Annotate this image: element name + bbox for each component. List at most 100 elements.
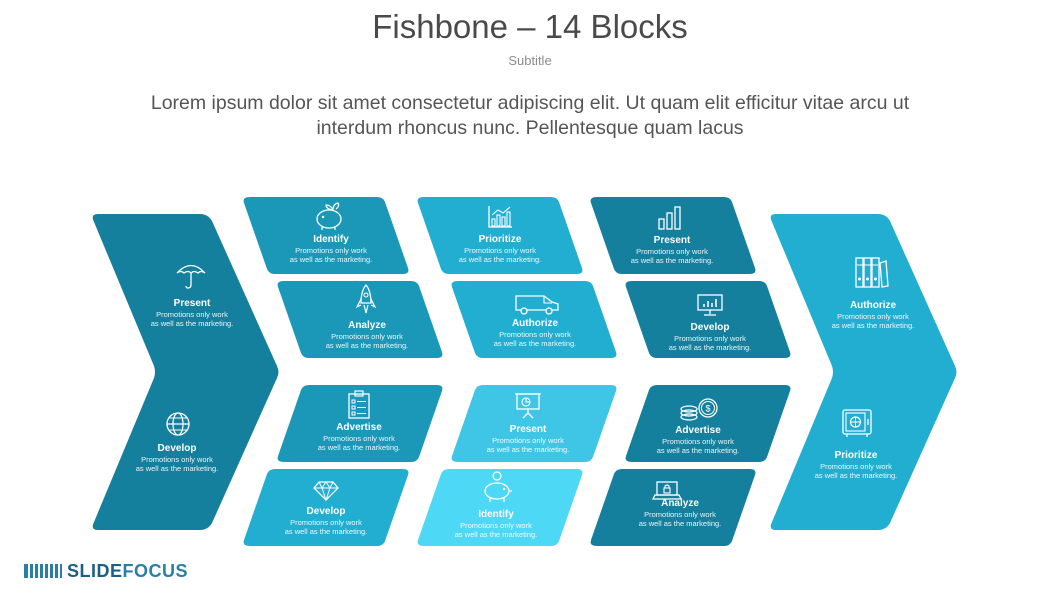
bar-chart-icon xyxy=(488,206,512,228)
block-desc-line1: Promotions only work xyxy=(662,437,734,446)
block-desc-line2: as well as the marketing. xyxy=(668,343,752,352)
block-shape xyxy=(590,197,756,274)
block-shape xyxy=(451,385,617,462)
block-shape xyxy=(243,469,409,546)
block-title: Present xyxy=(653,235,691,246)
block-title: Advertise xyxy=(336,422,382,433)
clipboard-icon xyxy=(348,390,370,419)
block-prioritize: Prioritize Promotions only work as well … xyxy=(435,234,565,264)
left-item-desc-line2: as well as the marketing. xyxy=(135,464,219,473)
left-item-title: Present xyxy=(173,298,211,309)
right-item-title: Authorize xyxy=(849,300,897,311)
rocket-icon xyxy=(356,283,376,314)
block-title: Present xyxy=(509,424,547,435)
monitor-chart-icon xyxy=(697,294,723,316)
block-desc-line1: Promotions only work xyxy=(464,246,536,255)
left-arrow-shape xyxy=(92,214,279,530)
page-title: Fishbone – 14 Blocks xyxy=(372,8,688,45)
block-desc-line2: as well as the marketing. xyxy=(656,446,740,455)
block-analyze: Analyze Promotions only work as well as … xyxy=(615,498,745,528)
block-desc-line1: Promotions only work xyxy=(460,521,532,530)
svg-text:$: $ xyxy=(705,404,710,414)
logo-text-focus: FOCUS xyxy=(122,560,189,581)
right-item-desc-line2: as well as the marketing. xyxy=(814,471,898,480)
block-shape xyxy=(625,281,791,358)
block-desc-line2: as well as the marketing. xyxy=(458,255,542,264)
right-item-title: Prioritize xyxy=(834,450,878,461)
logo-bars-icon xyxy=(24,564,62,578)
block-desc-line1: Promotions only work xyxy=(499,330,571,339)
description-text: Lorem ipsum dolor sit amet consectetur a… xyxy=(150,92,910,139)
block-desc-line1: Promotions only work xyxy=(323,434,395,443)
block-title: Develop xyxy=(306,506,346,517)
block-shape xyxy=(243,197,409,274)
right-item-authorize: Authorize Promotions only work as well a… xyxy=(808,300,938,330)
left-item-title: Develop xyxy=(157,443,197,454)
block-title: Identify xyxy=(313,234,349,245)
block-title: Identify xyxy=(478,509,514,520)
block-develop: Develop Promotions only work as well as … xyxy=(261,506,391,536)
umbrella-icon xyxy=(176,264,206,289)
block-shape xyxy=(417,469,583,546)
block-shape xyxy=(451,281,617,358)
binders-icon xyxy=(855,257,889,288)
van-icon xyxy=(515,295,559,315)
block-shape xyxy=(625,385,791,462)
block-desc-line2: as well as the marketing. xyxy=(630,256,714,265)
block-identify: Identify Promotions only work as well as… xyxy=(431,509,561,539)
block-shape xyxy=(277,281,443,358)
diamond-icon xyxy=(313,481,339,502)
block-title: Analyze xyxy=(661,498,699,509)
block-identify: Identify Promotions only work as well as… xyxy=(266,234,396,264)
right-item-desc-line1: Promotions only work xyxy=(820,462,892,471)
globe-icon xyxy=(166,412,190,436)
block-title: Analyze xyxy=(348,320,386,331)
block-desc-line2: as well as the marketing. xyxy=(493,339,577,348)
block-authorize: Authorize Promotions only work as well a… xyxy=(470,318,600,348)
block-desc-line2: as well as the marketing. xyxy=(325,341,409,350)
left-item-desc-line2: as well as the marketing. xyxy=(150,319,234,328)
left-item-desc-line1: Promotions only work xyxy=(141,455,213,464)
block-present: Present Promotions only work as well as … xyxy=(607,235,737,265)
block-desc-line2: as well as the marketing. xyxy=(638,519,722,528)
block-analyze: Analyze Promotions only work as well as … xyxy=(302,320,432,350)
block-desc-line2: as well as the marketing. xyxy=(284,527,368,536)
right-item-prioritize: Prioritize Promotions only work as well … xyxy=(791,450,921,480)
block-desc-line1: Promotions only work xyxy=(644,510,716,519)
block-desc-line2: as well as the marketing. xyxy=(317,443,401,452)
slidefocus-logo: SLIDEFOCUS xyxy=(24,561,188,581)
block-desc-line1: Promotions only work xyxy=(492,436,564,445)
left-item-develop: Develop Promotions only work as well as … xyxy=(112,443,242,473)
logo-text: SLIDEFOCUS xyxy=(67,561,188,582)
piggy-bank-icon xyxy=(484,471,512,502)
right-item-desc-line2: as well as the marketing. xyxy=(831,321,915,330)
left-item-desc-line1: Promotions only work xyxy=(156,310,228,319)
block-title: Authorize xyxy=(511,318,559,329)
block-title: Advertise xyxy=(675,425,721,436)
page-subtitle: Subtitle xyxy=(508,53,552,68)
coins-dollar-icon: $ xyxy=(680,398,718,421)
logo-text-slide: SLIDE xyxy=(67,560,123,581)
block-present: Present Promotions only work as well as … xyxy=(463,424,593,454)
block-desc-line2: as well as the marketing. xyxy=(289,255,373,264)
safe-icon xyxy=(842,409,872,437)
block-desc-line1: Promotions only work xyxy=(295,246,367,255)
block-title: Prioritize xyxy=(478,234,522,245)
column-chart-icon xyxy=(658,206,681,230)
block-advertise: Advertise Promotions only work as well a… xyxy=(294,422,424,452)
block-develop: Develop Promotions only work as well as … xyxy=(645,322,775,352)
block-desc-line1: Promotions only work xyxy=(636,247,708,256)
right-arrow-shape xyxy=(770,214,957,530)
presentation-board-icon xyxy=(515,393,541,419)
block-shape xyxy=(417,197,583,274)
block-shape xyxy=(590,469,756,546)
left-item-present: Present Promotions only work as well as … xyxy=(128,298,256,328)
right-item-desc-line1: Promotions only work xyxy=(837,312,909,321)
block-title: Develop xyxy=(690,322,730,333)
block-desc-line2: as well as the marketing. xyxy=(454,530,538,539)
block-desc-line1: Promotions only work xyxy=(331,332,403,341)
block-desc-line1: Promotions only work xyxy=(290,518,362,527)
block-desc-line2: as well as the marketing. xyxy=(486,445,570,454)
block-shape xyxy=(277,385,443,462)
laptop-lock-icon xyxy=(652,481,682,500)
